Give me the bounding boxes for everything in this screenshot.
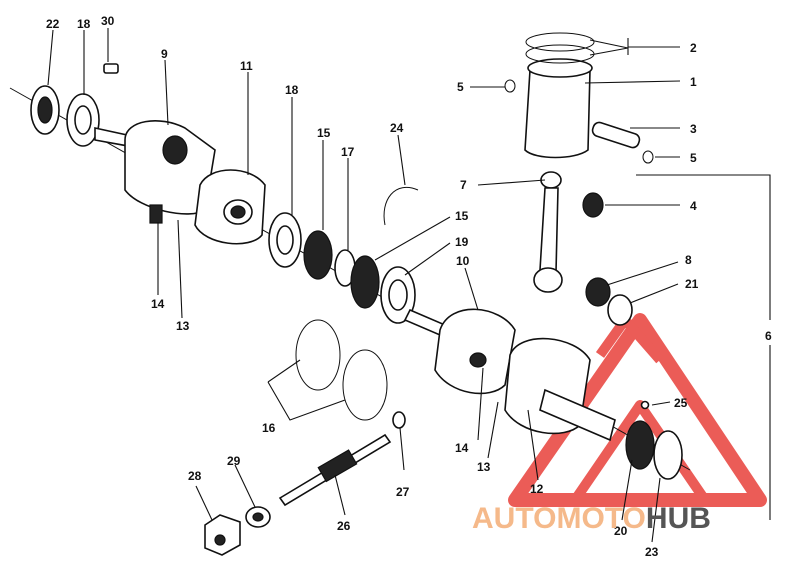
callout-16: 16 [262,421,276,435]
callout-11: 11 [240,59,253,73]
part-11-crank-half [194,169,266,245]
part-15-seal-2 [350,255,380,309]
callout-labels: 1 2 3 4 5 5 6 7 8 9 10 11 12 13 13 14 14… [46,14,772,559]
part-18-bearing-center [268,212,302,268]
callout-29: 29 [227,454,241,468]
callout-18a: 18 [77,17,91,31]
callout-4: 4 [690,199,697,213]
callout-19: 19 [455,235,469,249]
callout-1: 1 [690,75,697,89]
callout-8: 8 [685,253,692,267]
part-8-needle-bearing [585,277,611,307]
part-18-bearing [66,93,100,147]
part-7-connecting-rod [533,171,563,293]
callout-14a: 14 [151,297,165,311]
part-29-bearing [245,506,271,528]
callout-30: 30 [101,14,115,28]
part-23-washer [653,430,683,480]
watermark-text-b: HUB [646,502,711,535]
part-30-key [103,63,119,74]
part-15-seal [303,230,333,280]
callout-25: 25 [674,396,688,410]
part-25-pin [640,400,650,410]
callout-24: 24 [390,121,404,135]
callout-22: 22 [46,17,60,31]
callout-5a: 5 [457,80,464,94]
part-22-bearing [30,85,60,135]
part-16-ring-a [295,319,341,391]
part-10-crank-half [403,308,516,395]
part-27-washer [392,411,406,429]
part-24-circlip [383,187,419,226]
callout-13b: 13 [477,460,491,474]
callout-3: 3 [690,122,697,136]
part-5-clip-a [504,79,516,93]
callout-6: 6 [765,329,772,343]
callout-18b: 18 [285,83,299,97]
part-26-shaft [278,433,392,507]
part-20-gear [625,420,655,470]
callout-27: 27 [396,485,410,499]
callout-10: 10 [456,254,470,268]
part-5-clip-b [642,150,654,164]
callout-28: 28 [188,469,202,483]
part-19-bearing [380,266,416,324]
callout-7: 7 [460,178,467,192]
callout-9: 9 [161,47,168,61]
callout-20: 20 [614,524,628,538]
part-16-ring-b [342,349,388,421]
part-21-washer [607,294,633,326]
watermark-text: AUTOMOTOHUB [472,502,711,535]
part-28-nut [204,514,241,556]
callout-2: 2 [690,41,697,55]
callout-21: 21 [685,277,699,291]
callout-14b: 14 [455,441,469,455]
callout-23: 23 [645,545,659,559]
part-1-piston [524,58,593,159]
callout-15a: 15 [317,126,331,140]
callout-13a: 13 [176,319,190,333]
part-9-crank-half [94,120,216,224]
part-3-piston-pin [591,121,641,149]
leader-lines [47,28,771,543]
part-4-needle-bearing [582,192,604,218]
callout-5b: 5 [690,151,697,165]
callout-15b: 15 [455,209,469,223]
callout-17: 17 [341,145,355,159]
part-12-crank-half [504,337,616,442]
watermark-text-a: AUTOMOTO [472,502,646,535]
callout-26: 26 [337,519,351,533]
part-2-ring-a [525,32,595,52]
callout-12: 12 [530,482,544,496]
